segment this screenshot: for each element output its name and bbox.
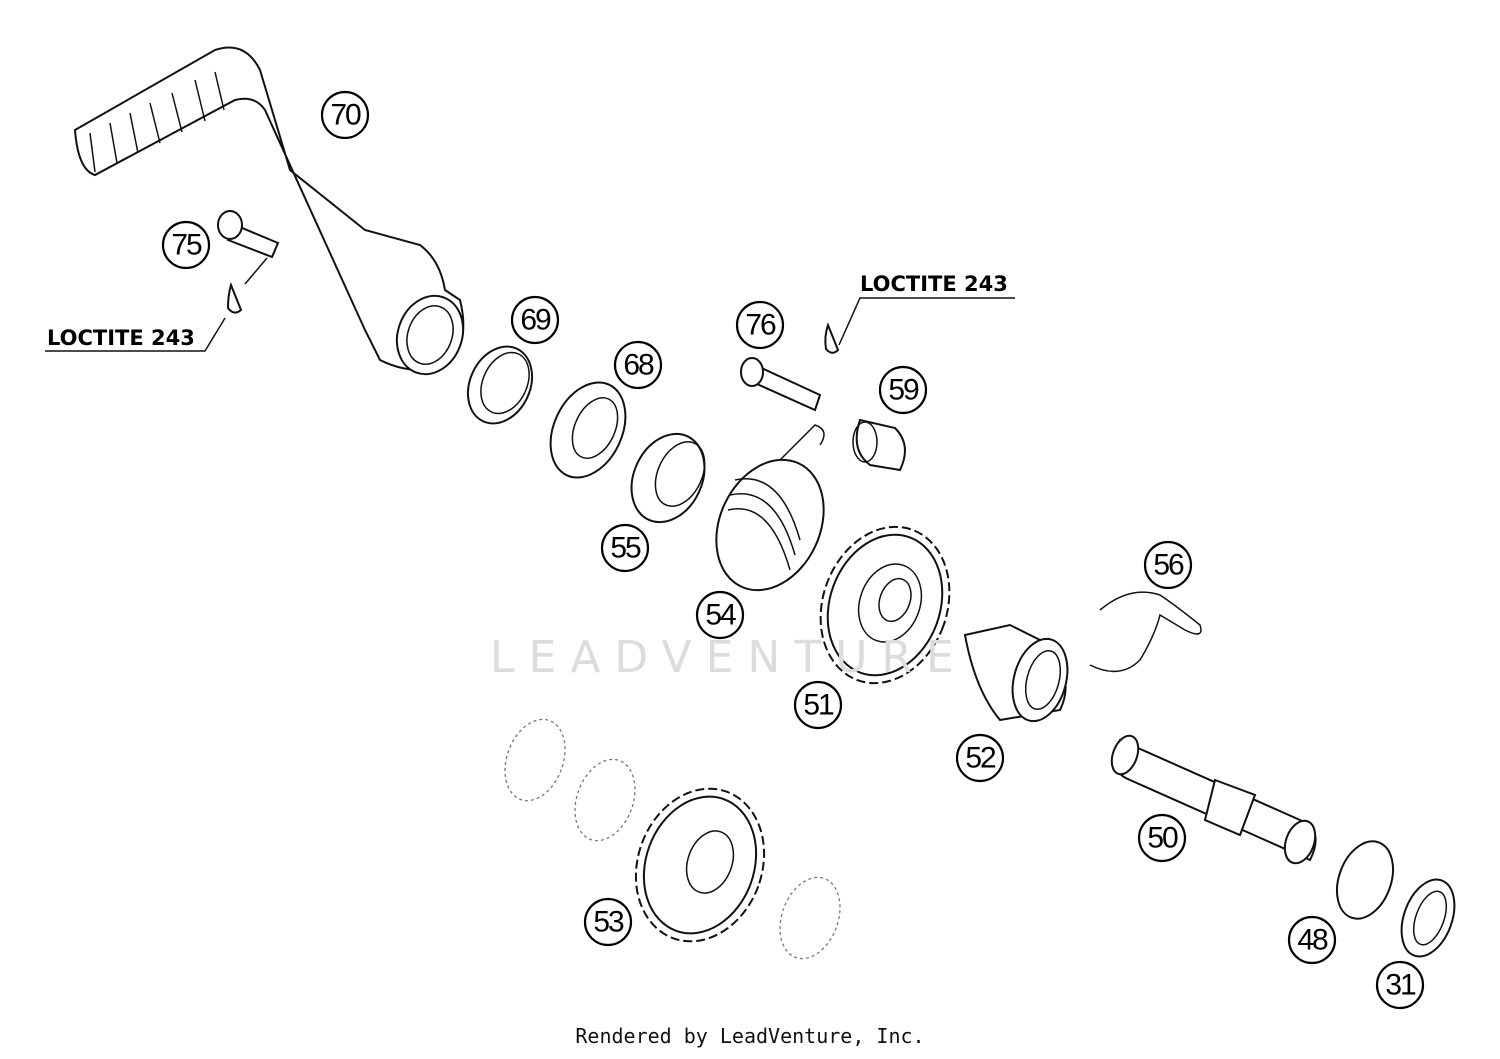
bolt-76-part	[740, 297, 1015, 412]
bushing-69-part	[466, 345, 534, 425]
svg-text:LOCTITE 243: LOCTITE 243	[47, 326, 195, 350]
callout-54[interactable]: 54	[695, 590, 745, 640]
washer-31-part	[1400, 878, 1456, 958]
callout-68[interactable]: 68	[613, 340, 663, 390]
callout-52[interactable]: 52	[955, 733, 1005, 783]
clip-56-part	[1089, 591, 1202, 673]
bolt-75-part	[217, 210, 280, 314]
svg-text:56: 56	[1153, 549, 1184, 582]
svg-text:69: 69	[520, 304, 551, 337]
callout-51[interactable]: 51	[793, 680, 843, 730]
circlip-48-part	[1335, 840, 1395, 920]
svg-text:53: 53	[593, 906, 624, 939]
dashed-washers	[504, 718, 841, 960]
svg-text:48: 48	[1297, 924, 1328, 957]
callout-55[interactable]: 55	[600, 523, 650, 573]
callout-69[interactable]: 69	[510, 295, 560, 345]
callout-75[interactable]: 75	[161, 220, 211, 270]
svg-text:51: 51	[803, 689, 834, 722]
svg-text:31: 31	[1385, 969, 1416, 1002]
callout-50[interactable]: 50	[1137, 813, 1187, 863]
svg-text:54: 54	[705, 599, 736, 632]
callout-70[interactable]: 70	[320, 90, 370, 140]
spacer-59-part	[852, 418, 906, 472]
washer-68-part	[549, 381, 627, 479]
footer-credit: Rendered by LeadVenture, Inc.	[575, 1024, 925, 1048]
kick-lever-part	[73, 46, 465, 376]
callout-48[interactable]: 48	[1287, 915, 1337, 965]
callout-53[interactable]: 53	[583, 897, 633, 947]
callout-31[interactable]: 31	[1375, 960, 1425, 1010]
svg-text:59: 59	[888, 374, 919, 407]
gear-53-part	[634, 787, 766, 943]
spring-54-part	[715, 424, 825, 592]
callout-56[interactable]: 56	[1143, 540, 1193, 590]
svg-text:55: 55	[610, 532, 641, 565]
svg-text:76: 76	[745, 309, 776, 342]
ratchet-52-part	[963, 623, 1069, 723]
svg-text:75: 75	[171, 229, 202, 262]
loctite-note-right: LOCTITE 243	[860, 272, 1008, 296]
callout-76[interactable]: 76	[735, 300, 785, 350]
sleeve-55-part	[630, 432, 706, 524]
svg-text:LOCTITE 243: LOCTITE 243	[860, 272, 1008, 296]
gear-51-part	[819, 525, 951, 685]
kickstart-shaft-50-part	[1110, 734, 1317, 865]
svg-text:50: 50	[1147, 822, 1178, 855]
loctite-note-left: LOCTITE 243	[45, 317, 226, 352]
svg-text:52: 52	[965, 742, 996, 775]
svg-text:70: 70	[330, 99, 361, 132]
svg-text:68: 68	[623, 349, 654, 382]
callout-59[interactable]: 59	[878, 365, 928, 415]
